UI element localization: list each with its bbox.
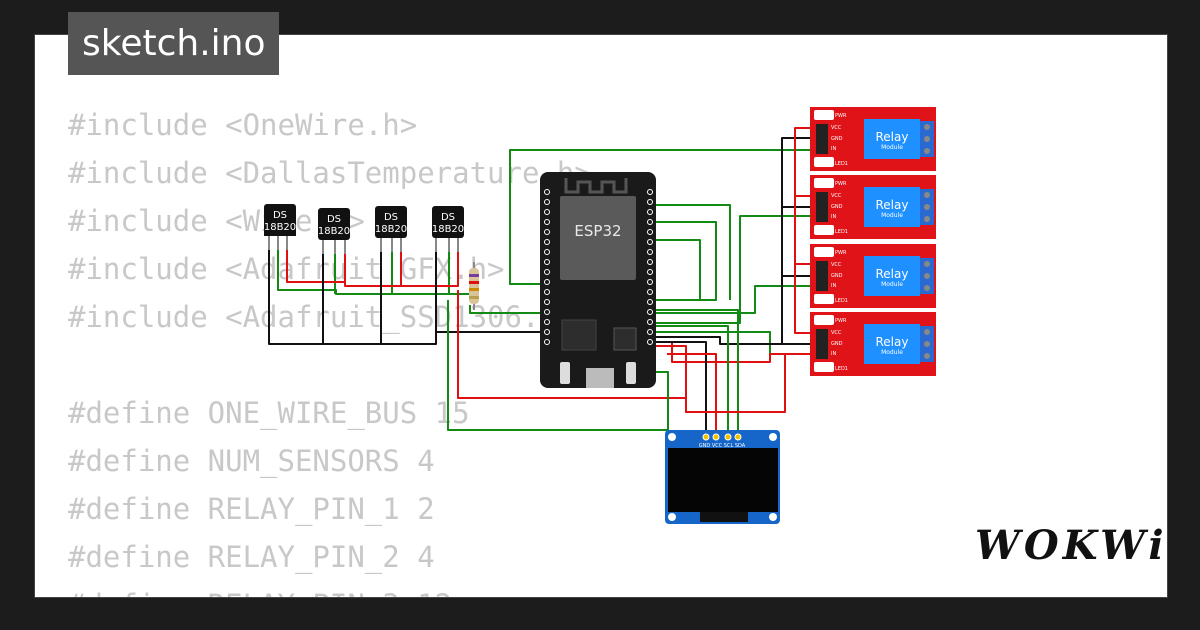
wokwi-logo: WOKWi (975, 522, 1168, 569)
wire-green (652, 221, 717, 301)
oled-display: GND VCC SCL SDA (665, 430, 780, 524)
relay-pin-label: IN (831, 146, 836, 152)
wire-black (652, 336, 782, 345)
relay-pwr-label: PWR (835, 318, 847, 324)
sensor-label: 18B20 (375, 224, 407, 235)
code-line: #include <DallasTemperature.h> (68, 156, 592, 190)
sensor-label: 18B20 (318, 226, 350, 237)
relay-pin-label: GND (831, 204, 843, 210)
code-line: #define RELAY_PIN_3 12 (68, 581, 592, 597)
wire-red (794, 264, 812, 334)
relay-output-labels: NO COM NC (936, 124, 942, 154)
relay-title: Relay (876, 335, 909, 349)
relay-subtitle: Module (881, 144, 903, 151)
wire-red (685, 354, 786, 413)
code-line: #define ONE_WIRE_BUS 15 (68, 396, 470, 430)
pullup-resistor (469, 262, 479, 310)
relay-subtitle: Module (881, 212, 903, 219)
relay-pin-label: IN (831, 283, 836, 289)
relay-subtitle: Module (881, 349, 903, 356)
wire-green (509, 149, 812, 285)
wire-green (652, 215, 812, 324)
relay-pwr-label: PWR (835, 250, 847, 256)
temperature-sensor: DS 18B20 (264, 204, 296, 250)
temperature-sensor: DS 18B20 (432, 206, 464, 252)
relay-subtitle: Module (881, 281, 903, 288)
relay-pin-label: VCC (831, 330, 842, 336)
sensor-label: DS (441, 212, 455, 223)
relay-pin-label: IN (831, 351, 836, 357)
wire-black (268, 238, 324, 345)
wire-red (667, 353, 717, 435)
sensor-label: DS (327, 214, 341, 225)
esp32-board: ESP32 (540, 172, 656, 388)
relay-pin-label: VCC (831, 125, 842, 131)
relay-title: Relay (876, 267, 909, 281)
sensor-label: DS (273, 210, 287, 221)
relay-led-label: LED1 (835, 229, 848, 235)
relay-pin-label: VCC (831, 262, 842, 268)
relay-pwr-label: PWR (835, 181, 847, 187)
oled-pin-labels: GND VCC SCL SDA (699, 443, 746, 449)
esp32-label: ESP32 (574, 222, 621, 240)
relay-pin-label: GND (831, 273, 843, 279)
wire-red (401, 238, 459, 287)
code-line: #define RELAY_PIN_2 4 (68, 540, 435, 574)
relay-led-label: LED1 (835, 298, 848, 304)
relay-pin-label: IN (831, 214, 836, 220)
wire-green (652, 204, 731, 300)
code-preview: #include <OneWire.h> #include <DallasTemp… (68, 101, 592, 597)
relay-pin-label: GND (831, 136, 843, 142)
relay-title: Relay (876, 198, 909, 212)
code-line: #include <OneWire.h> (68, 108, 418, 142)
code-line: #define RELAY_PIN_1 2 (68, 492, 435, 526)
relay-output-labels: NO COM NC (936, 192, 942, 222)
wire-green (652, 285, 812, 314)
canvas-card: #include <OneWire.h> #include <DallasTemp… (34, 34, 1168, 598)
wire-green (652, 325, 729, 435)
file-name-tag: sketch.ino (68, 12, 280, 75)
wire-red (286, 238, 402, 287)
relay-pin-label: GND (831, 341, 843, 347)
relay-pin-label: VCC (831, 193, 842, 199)
wire-black (781, 137, 812, 208)
wire-black (381, 238, 437, 345)
sensor-label: 18B20 (432, 224, 464, 235)
code-line: #define NUM_SENSORS 4 (68, 444, 435, 478)
temperature-sensor: DS 18B20 (375, 206, 407, 252)
sensor-label: 18B20 (264, 222, 296, 233)
relay-title: Relay (876, 130, 909, 144)
sensor-label: DS (384, 212, 398, 223)
wire-red (794, 127, 812, 197)
wire-black (781, 207, 812, 277)
relay-output-labels: NO COM NC (936, 329, 942, 359)
wire-green (652, 309, 739, 435)
wire-green (469, 305, 543, 314)
relay-led-label: LED1 (835, 161, 848, 167)
relay-led-label: LED1 (835, 366, 848, 372)
wire-green (652, 239, 701, 300)
code-line: #include <Adafruit_SSD1306.h> (68, 300, 575, 334)
relay-pwr-label: PWR (835, 113, 847, 119)
wire-black (652, 341, 707, 435)
temperature-sensor: DS 18B20 (318, 208, 350, 254)
relay-output-labels: NO COM NC (936, 261, 942, 291)
